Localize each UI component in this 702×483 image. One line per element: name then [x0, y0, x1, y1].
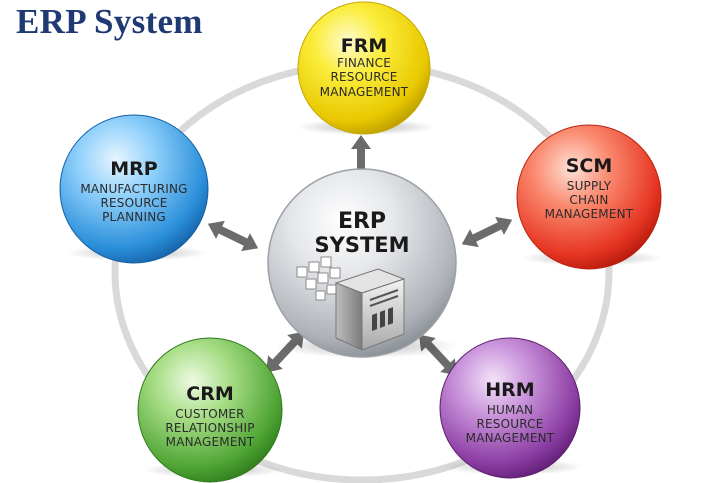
module-scm-line-1: SUPPLY — [567, 179, 612, 193]
module-scm-line-3: MANAGEMENT — [545, 207, 634, 221]
module-mrp-line-1: MANUFACTURING — [80, 182, 187, 196]
module-mrp-abbr: MRP — [110, 158, 158, 180]
center-label-line-2: SYSTEM — [314, 233, 409, 257]
module-frm-line-1: FINANCE — [337, 56, 391, 70]
module-crm: CRM CUSTOMER RELATIONSHIP MANAGEMENT — [137, 337, 283, 483]
module-frm-line-3: MANAGEMENT — [320, 85, 409, 99]
center-label-line-1: ERP — [338, 209, 386, 234]
module-crm-line-1: CUSTOMER — [175, 407, 244, 421]
module-crm-line-2: RELATIONSHIP — [165, 421, 254, 435]
module-mrp: MRP MANUFACTURING RESOURCE PLANNING — [59, 114, 209, 264]
module-hrm-line-1: HUMAN — [487, 403, 533, 417]
module-frm-line-2: RESOURCE — [330, 70, 397, 84]
module-hrm-abbr: HRM — [485, 379, 534, 401]
module-crm-line-3: MANAGEMENT — [166, 435, 255, 449]
module-mrp-line-2: RESOURCE — [100, 196, 167, 210]
data-blocks-icon — [296, 256, 341, 301]
module-mrp-line-3: PLANNING — [102, 210, 166, 224]
arrow-mrp — [207, 220, 259, 252]
module-scm-abbr: SCM — [566, 155, 613, 177]
module-scm-line-2: CHAIN — [569, 193, 608, 207]
center-node: ERP SYSTEM — [267, 168, 458, 358]
module-hrm: HRM HUMAN RESOURCE MANAGEMENT — [439, 337, 583, 479]
module-scm: SCM SUPPLY CHAIN MANAGEMENT — [516, 124, 662, 270]
page-title: ERP System — [16, 2, 203, 41]
module-crm-abbr: CRM — [186, 383, 233, 405]
module-hrm-line-3: MANAGEMENT — [466, 431, 555, 445]
server-icon — [334, 268, 406, 351]
module-frm-abbr: FRM — [341, 35, 388, 57]
module-hrm-line-2: RESOURCE — [476, 417, 543, 431]
arrow-scm — [461, 216, 513, 248]
module-frm: FRM FINANCE RESOURCE MANAGEMENT — [296, 1, 436, 135]
